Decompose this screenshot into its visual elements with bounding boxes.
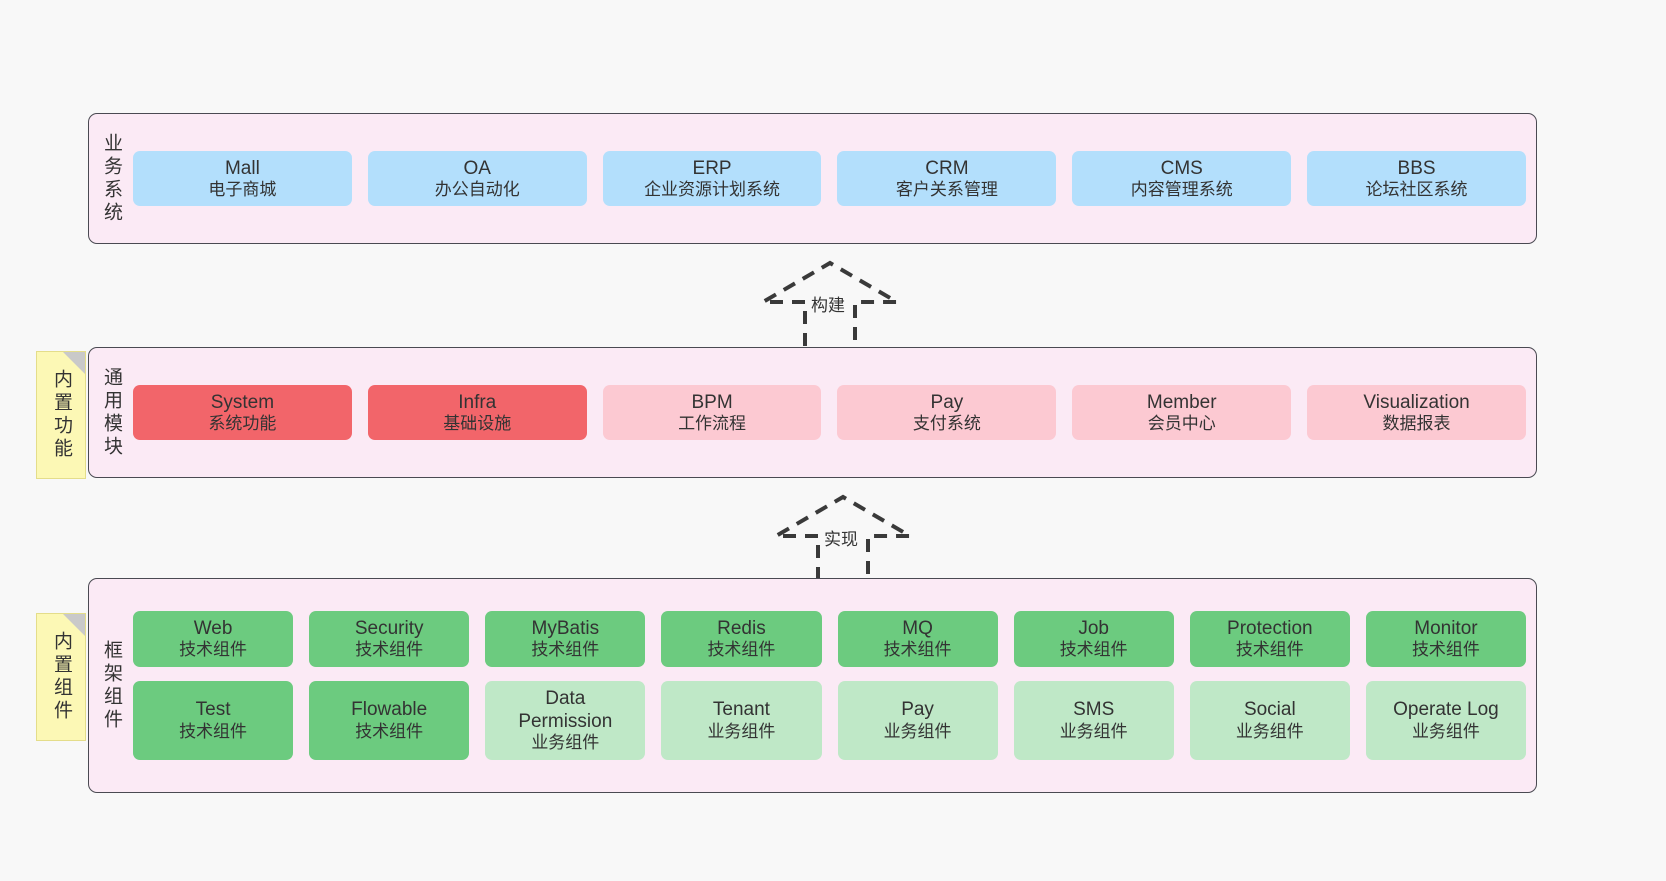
module-card-bpm[interactable]: BPM 工作流程 bbox=[602, 384, 822, 441]
component-card-test[interactable]: Test 技术组件 bbox=[133, 680, 294, 760]
component-card-operate-log[interactable]: Operate Log 业务组件 bbox=[1365, 680, 1526, 760]
note-builtin-features: 内置功能 bbox=[36, 351, 86, 479]
note-fold-corner-icon bbox=[63, 352, 85, 374]
module-card-crm[interactable]: CRM 客户关系管理 bbox=[837, 150, 1057, 207]
component-card-pay[interactable]: Pay 业务组件 bbox=[837, 680, 998, 760]
module-card-bbs[interactable]: BBS 论坛社区系统 bbox=[1307, 150, 1526, 207]
component-card-protection[interactable]: Protection 技术组件 bbox=[1189, 611, 1350, 667]
module-card-infra[interactable]: Infra 基础设施 bbox=[367, 384, 587, 441]
arrow-implement-icon bbox=[768, 494, 918, 580]
module-card-erp[interactable]: ERP 企业资源计划系统 bbox=[602, 150, 822, 207]
layer-title-common-modules: 通用模块 bbox=[100, 366, 122, 459]
component-card-flowable[interactable]: Flowable 技术组件 bbox=[309, 680, 470, 760]
component-card-job[interactable]: Job 技术组件 bbox=[1013, 611, 1174, 667]
arrow-build-label: 构建 bbox=[809, 291, 847, 316]
component-card-security[interactable]: Security 技术组件 bbox=[309, 611, 470, 667]
component-card-sms[interactable]: SMS 业务组件 bbox=[1013, 680, 1174, 760]
layer-framework-components: 框架组件 Web 技术组件 Security 技术组件 MyBatis 技术组件… bbox=[88, 578, 1537, 793]
component-card-mq[interactable]: MQ 技术组件 bbox=[837, 611, 998, 667]
layer-business-systems: 业务系统 Mall 电子商城 OA 办公自动化 ERP 企业资源计划系统 CRM… bbox=[88, 113, 1537, 244]
module-card-oa[interactable]: OA 办公自动化 bbox=[367, 150, 587, 207]
note-fold-corner-icon bbox=[63, 614, 85, 636]
module-card-cms[interactable]: CMS 内容管理系统 bbox=[1072, 150, 1292, 207]
component-card-redis[interactable]: Redis 技术组件 bbox=[661, 611, 822, 667]
layer-body-common-modules: System 系统功能 Infra 基础设施 BPM 工作流程 Pay 支付系统… bbox=[133, 348, 1536, 477]
module-card-visualization[interactable]: Visualization 数据报表 bbox=[1307, 384, 1526, 441]
arrow-implement-label: 实现 bbox=[822, 525, 860, 550]
module-card-member[interactable]: Member 会员中心 bbox=[1072, 384, 1292, 441]
component-card-mybatis[interactable]: MyBatis 技术组件 bbox=[485, 611, 646, 667]
layer-title-business-systems: 业务系统 bbox=[100, 132, 122, 225]
component-card-data-permission[interactable]: Data Permission 业务组件 bbox=[485, 680, 646, 760]
layer-row: System 系统功能 Infra 基础设施 BPM 工作流程 Pay 支付系统… bbox=[133, 384, 1526, 441]
layer-row: Test 技术组件 Flowable 技术组件 Data Permission … bbox=[133, 680, 1526, 760]
arrow-build-icon bbox=[755, 260, 905, 346]
component-card-monitor[interactable]: Monitor 技术组件 bbox=[1365, 611, 1526, 667]
module-card-system[interactable]: System 系统功能 bbox=[133, 384, 352, 441]
module-card-mall[interactable]: Mall 电子商城 bbox=[133, 150, 352, 207]
module-card-pay[interactable]: Pay 支付系统 bbox=[837, 384, 1057, 441]
layer-title-framework-components: 框架组件 bbox=[100, 639, 122, 732]
layer-common-modules: 通用模块 System 系统功能 Infra 基础设施 BPM 工作流程 Pay… bbox=[88, 347, 1537, 478]
note-builtin-components: 内置组件 bbox=[36, 613, 86, 741]
component-card-tenant[interactable]: Tenant 业务组件 bbox=[661, 680, 822, 760]
layer-body-framework-components: Web 技术组件 Security 技术组件 MyBatis 技术组件 Redi… bbox=[133, 579, 1536, 792]
component-card-social[interactable]: Social 业务组件 bbox=[1189, 680, 1350, 760]
layer-row: Web 技术组件 Security 技术组件 MyBatis 技术组件 Redi… bbox=[133, 611, 1526, 667]
layer-row: Mall 电子商城 OA 办公自动化 ERP 企业资源计划系统 CRM 客户关系… bbox=[133, 150, 1526, 207]
component-card-web[interactable]: Web 技术组件 bbox=[133, 611, 294, 667]
layer-body-business-systems: Mall 电子商城 OA 办公自动化 ERP 企业资源计划系统 CRM 客户关系… bbox=[133, 114, 1536, 243]
